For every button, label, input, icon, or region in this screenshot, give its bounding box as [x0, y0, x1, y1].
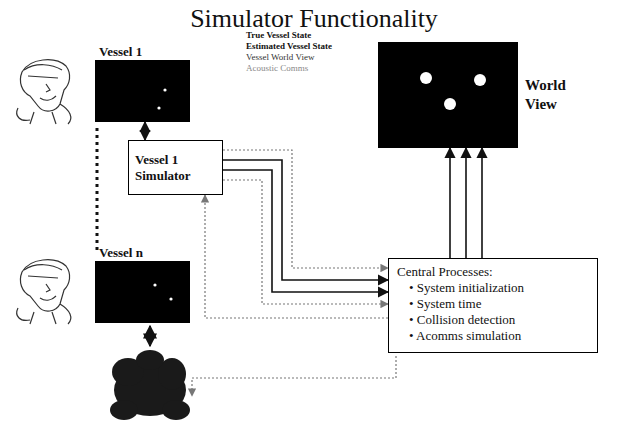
legend-entry: Vessel World View: [246, 52, 332, 63]
operator-sketch: [17, 60, 71, 124]
connector-arrow: [223, 160, 388, 280]
vessel-dot: [420, 72, 432, 84]
connector-arrow: [223, 150, 388, 268]
display-screen: [95, 60, 190, 122]
vessel-dot: [157, 106, 160, 109]
screen-dots: [95, 60, 190, 122]
vessel-dot: [169, 297, 172, 300]
ellipsis-dots: [96, 128, 99, 250]
connector-arrow: [223, 170, 388, 292]
world-view-display: World View: [378, 42, 577, 148]
connector-arrow: [144, 122, 146, 140]
vessel-display: Vessel 1: [95, 44, 190, 122]
connector-arrow: [465, 148, 467, 258]
bullet-item: • Acomms simulation: [397, 328, 589, 344]
connector-arrow: [481, 148, 483, 258]
vessel-dot: [163, 88, 166, 91]
vessel-display: Vessel n: [95, 245, 190, 323]
vehicle-link: [149, 326, 151, 346]
display-heading: World View: [525, 76, 577, 114]
legend: True Vessel StateEstimated Vessel StateV…: [246, 30, 332, 74]
operator-sketch: [17, 260, 71, 324]
page-title: Simulator Functionality: [0, 4, 628, 34]
connector-arrow: [449, 148, 451, 258]
bullet-item: • Collision detection: [397, 312, 589, 328]
vessel-dot: [153, 283, 156, 286]
bullet-item: • System initialization: [397, 280, 589, 296]
connector-arrow: [205, 195, 388, 318]
acoustic-link: [192, 356, 396, 396]
simulator-box: Vessel 1 Simulator: [128, 140, 223, 195]
vehicle-illustration: [110, 350, 190, 420]
box-heading: Central Processes:: [397, 264, 589, 280]
screen-dots: [95, 261, 190, 323]
screen-dots: [378, 42, 518, 148]
legend-entry: Estimated Vessel State: [246, 41, 332, 52]
legend-entry: True Vessel State: [246, 30, 332, 41]
connector-arrow: [223, 180, 388, 304]
display-screen: [378, 42, 518, 148]
process-box: Central Processes:• System initializatio…: [388, 258, 598, 353]
vessel-dot: [444, 98, 456, 110]
legend-entry: Acoustic Comms: [246, 63, 332, 74]
display-screen: [95, 261, 190, 323]
vessel-heading: Vessel n: [95, 245, 190, 261]
box-label: Vessel 1 Simulator: [135, 152, 216, 184]
vessel-dot: [474, 74, 486, 86]
bullet-item: • System time: [397, 296, 589, 312]
vessel-heading: Vessel 1: [95, 44, 190, 60]
